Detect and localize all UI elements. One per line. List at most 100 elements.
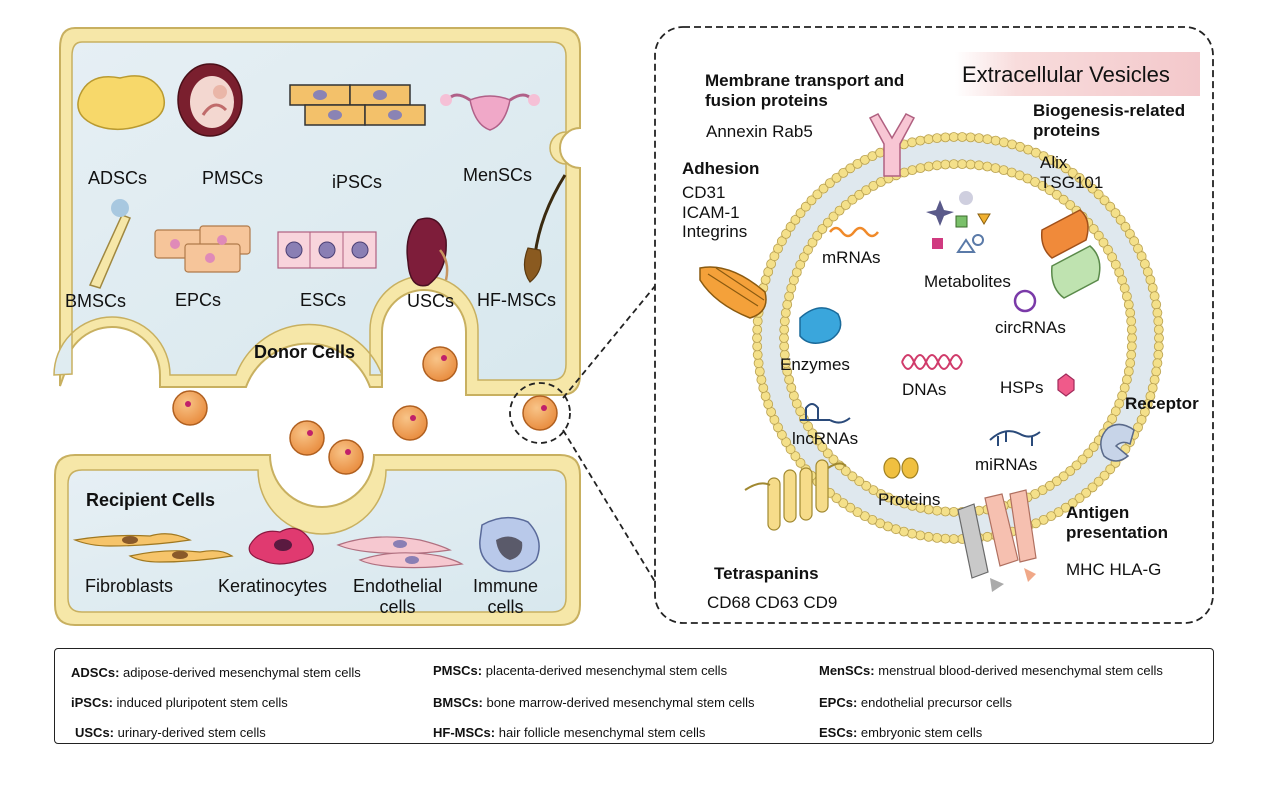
- membrane-bead: [948, 534, 959, 544]
- donor-label-hf-mscs: HF-MSCs: [477, 290, 556, 310]
- membrane-bead: [990, 163, 1001, 174]
- membrane-bead: [818, 183, 829, 194]
- membrane-bead: [907, 165, 918, 176]
- membrane-bead: [1153, 349, 1164, 360]
- cargo-circrnas: circRNAs: [995, 318, 1066, 337]
- membrane-bead: [998, 165, 1009, 176]
- membrane-bead: [790, 214, 801, 225]
- membrane-bead: [817, 224, 828, 234]
- legend-abbr: iPSCs:: [71, 695, 113, 710]
- donor-label-ipscs: iPSCs: [332, 172, 383, 192]
- membrane-bead: [1107, 413, 1117, 424]
- tetraspanins-title: Tetraspanins: [714, 564, 819, 583]
- membrane-bead: [1154, 333, 1164, 343]
- membrane-bead: [1060, 502, 1071, 513]
- legend-text: endothelial precursor cells: [860, 695, 1012, 710]
- receptor-icon: [1100, 423, 1135, 462]
- membrane-bead: [965, 159, 976, 170]
- dna-icon: [901, 354, 963, 370]
- membrane-bead: [1126, 316, 1137, 327]
- adipose-tissue-icon: [77, 75, 165, 131]
- cargo-mirnas: miRNAs: [975, 455, 1038, 474]
- biogenesis-proteins-items: Alix TSG101: [1040, 153, 1104, 192]
- membrane-bead: [876, 489, 886, 499]
- membrane-bead: [845, 163, 856, 174]
- legend-text: placenta-derived mesenchymal stem cells: [485, 663, 728, 678]
- vesicle-small: [172, 346, 558, 475]
- membrane-bead: [790, 451, 801, 462]
- membrane-bead: [1119, 283, 1130, 294]
- cargo-mrnas: mRNAs: [822, 248, 881, 267]
- membrane-bead: [777, 236, 787, 247]
- membrane-bead: [1051, 476, 1062, 487]
- membrane-bead: [965, 132, 976, 143]
- membrane-bead: [1125, 358, 1136, 369]
- membrane-bead: [752, 341, 763, 352]
- membrane-bead: [932, 160, 942, 171]
- membrane-bead: [1123, 366, 1134, 377]
- membrane-bead: [752, 324, 763, 335]
- membrane-bead: [752, 333, 762, 343]
- membrane-bead: [1044, 185, 1055, 196]
- legend-abbr: MenSCs:: [819, 663, 875, 678]
- membrane-proteins-items: Annexin Rab5: [706, 122, 813, 141]
- membrane-bead: [990, 135, 1001, 146]
- membrane-bead: [1126, 341, 1137, 352]
- legend-text: hair follicle mesenchymal stem cells: [498, 725, 706, 740]
- membrane-bead: [915, 530, 926, 541]
- membrane-bead: [1053, 158, 1064, 169]
- ev-title-background: [955, 52, 1200, 96]
- keratinocyte-icon: [248, 527, 314, 565]
- cargo-metabolites: Metabolites: [924, 272, 1011, 291]
- epc-cells-icon: [154, 225, 251, 273]
- receptor-label: Receptor: [1125, 394, 1199, 413]
- membrane-bead: [1081, 178, 1091, 189]
- membrane-bead: [782, 299, 793, 310]
- antigen-presentation-title: Antigen presentation: [1066, 503, 1169, 542]
- membrane-bead: [786, 382, 797, 393]
- legend-text: menstrual blood-derived mesenchymal stem…: [878, 663, 1163, 678]
- membrane-bead: [1152, 307, 1163, 318]
- membrane-bead: [1099, 470, 1110, 481]
- membrane-bead: [1037, 485, 1048, 496]
- membrane-bead: [861, 185, 872, 196]
- legend-text: urinary-derived stem cells: [117, 725, 266, 740]
- membrane-bead: [1030, 177, 1040, 187]
- membrane-bead: [825, 178, 835, 189]
- membrane-bead: [1037, 180, 1048, 191]
- membrane-bead: [780, 307, 791, 318]
- membrane-bead: [1044, 480, 1055, 491]
- membrane-bead: [852, 158, 863, 169]
- membrane-bead: [845, 502, 856, 513]
- membrane-bead: [838, 498, 849, 509]
- membrane-bead: [1007, 139, 1017, 150]
- membrane-bead: [1087, 482, 1098, 493]
- membrane-bead: [1147, 283, 1158, 293]
- legend-abbr: ESCs:: [819, 725, 858, 740]
- membrane-bead: [807, 428, 818, 439]
- membrane-bead: [754, 366, 765, 377]
- metabolites-icon: [926, 191, 991, 253]
- membrane-bead: [807, 237, 818, 248]
- donor-label-escs: ESCs: [300, 290, 347, 310]
- membrane-bead: [812, 189, 823, 200]
- abbreviation-legend: ADSCs: adipose-derived mesenchymal stem …: [54, 648, 1214, 744]
- membrane-bead: [1088, 224, 1099, 234]
- membrane-bead: [1081, 487, 1091, 498]
- membrane-bead: [1051, 189, 1062, 200]
- membrane-bead: [812, 230, 823, 241]
- membrane-bead: [806, 195, 817, 206]
- legend-item-epcs: EPCs: endothelial precursor cells: [819, 695, 1012, 710]
- membrane-bead: [923, 161, 934, 172]
- biogenesis-proteins-title: Biogenesis-related proteins: [1033, 101, 1186, 140]
- membrane-bead: [1152, 358, 1163, 369]
- adhesion-items: CD31 ICAM-1 Integrins: [682, 183, 748, 242]
- membrane-bead: [752, 349, 763, 360]
- membrane-bead: [1153, 341, 1164, 352]
- membrane-bead: [828, 211, 839, 222]
- legend-item-hf-mscs: HF-MSCs: hair follicle mesenchymal stem …: [433, 725, 705, 740]
- membrane-bead: [923, 134, 934, 145]
- donor-label-pmscs: PMSCs: [202, 168, 264, 188]
- membrane-bead: [847, 471, 858, 482]
